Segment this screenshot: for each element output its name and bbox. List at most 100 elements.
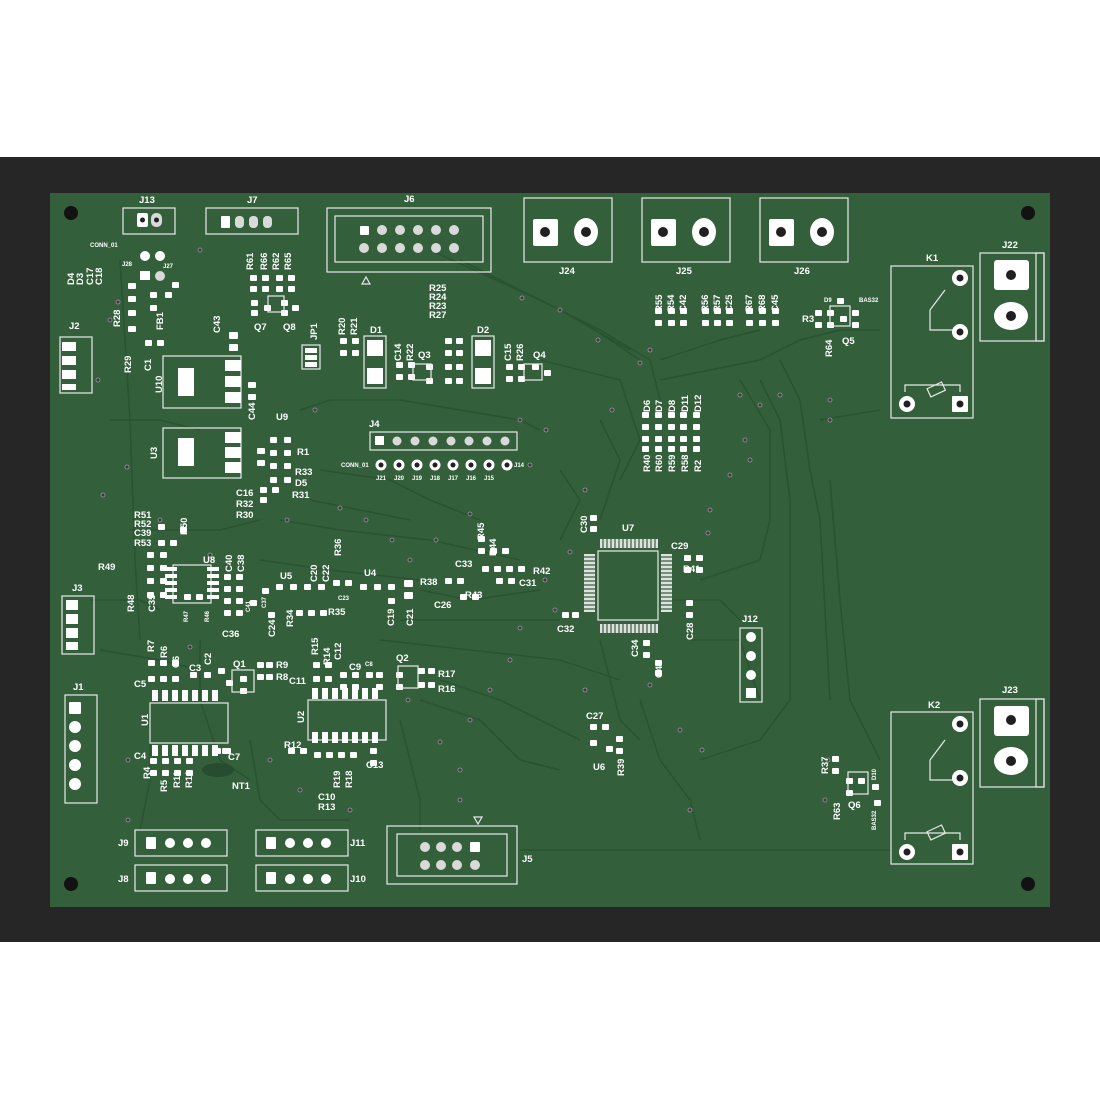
ref-j18: J18 [430,476,441,482]
ref-q6: Q6 [848,800,861,811]
connector-j12: J12 [739,614,763,703]
connector-j10: J10 [255,864,366,892]
diode-d1: D1 [363,325,387,389]
ref-u2: U2 [296,711,307,723]
ref-r23: R23 [429,301,446,312]
ref-r34: R34 [285,609,296,627]
ref-r63: R63 [832,803,843,820]
ref-c7: C7 [228,752,240,763]
ic-u10: U10 [154,355,242,409]
ref-j4: J4 [369,419,380,430]
ref-d12: D12 [693,395,704,412]
ref-r46: R46 [205,610,211,622]
ref-d10: D10 [872,768,878,780]
ref-c40: C40 [224,555,235,572]
ref-c25: C25 [724,294,735,312]
pcb-board [50,193,1050,907]
ref-r27: R27 [429,310,446,321]
ref-r6: R6 [159,646,170,658]
ref-j22: J22 [1002,240,1018,251]
ref-c1: C1 [143,358,154,371]
ref-r36: R36 [333,539,344,556]
ref-q3: Q3 [418,350,431,361]
ref-c38: C38 [236,555,247,572]
ref-r18: R18 [344,771,355,788]
ref-j9: J9 [118,838,129,849]
smd-passives [128,275,881,806]
ref-r42: R42 [533,566,550,577]
ref-c34: C34 [630,639,641,657]
ref-q1: Q1 [233,659,246,670]
ref-u1: U1 [140,713,151,726]
ref-j27: J27 [163,264,174,270]
ref-c13: C13 [366,760,383,771]
ref-j8: J8 [118,874,129,885]
transistor-outlines [231,295,869,795]
ref-q7: Q7 [254,322,267,333]
connector-j11: J11 [255,829,366,857]
ic-u2: U2 [296,688,387,743]
ic-u8: U8 [165,555,219,604]
ref-nt1: NT1 [232,781,251,792]
ref-r10: R10 [184,771,195,788]
ref-j24: J24 [559,266,576,277]
ref-d3: D3 [75,273,86,285]
ref-c35: C35 [147,594,158,612]
ref-u5: U5 [280,571,293,582]
vias [95,247,833,823]
ref-r50: R50 [179,518,190,535]
ref-j3: J3 [72,583,83,594]
ref-r51: R51 [134,510,152,521]
ref-c28: C28 [685,623,696,640]
connector-j8: J8 [118,864,228,892]
ref-c20: C20 [309,565,320,582]
ref-d11: D11 [680,394,691,412]
ref-r62: R62 [271,253,282,270]
ref-r9: R9 [276,660,288,671]
ref-r8: R8 [276,672,288,683]
relay-k1: K1 [890,253,974,419]
ref-c36: C36 [222,629,239,640]
ref-fb1: FB1 [155,311,166,330]
ref-d9: D9 [824,298,832,304]
ref-q4: Q4 [533,350,546,361]
jumper-jp1: JP1 [301,322,321,370]
ref-r31: R31 [292,490,310,501]
ref-c16: C16 [236,488,253,499]
ref-c33: C33 [455,559,472,570]
ref-j21: J21 [376,476,387,482]
ref-c21: C21 [405,608,416,626]
ref-r55: R55 [654,294,665,312]
ref-r58: R58 [680,455,691,472]
ref-r49: R49 [98,562,115,573]
ref-q5: Q5 [842,336,855,347]
ref-r12: R12 [284,740,301,751]
ref-c23: C23 [338,596,350,602]
ref-r24: R24 [429,292,447,303]
ref-q2: Q2 [396,653,409,664]
ref-c26: C26 [434,600,451,611]
connector-j5: J5 [386,816,533,885]
connector-j9: J9 [118,829,228,857]
ref-c27: C27 [586,711,603,722]
net-tie-nt1: NT1 [202,763,251,792]
ref-j2: J2 [69,321,80,332]
ref-c14: C14 [393,343,404,361]
ref-bas32: BAS32 [859,298,879,304]
ref-c30: C30 [579,516,590,533]
ref-r40: R40 [642,455,653,472]
ref-r44: R44 [488,538,499,556]
ref-r39: R39 [616,759,627,776]
ref-c17: C17 [85,268,96,285]
ref-d2: D2 [477,325,489,336]
ref-j7: J7 [247,195,258,206]
ic-u1: U1 [140,690,229,756]
ref-j23: J23 [1002,685,1018,696]
connector-j23: J23 [979,685,1045,788]
ref-r25: R25 [429,283,447,294]
ic-u3: U3 [149,427,242,479]
ref-r1: R1 [297,447,310,458]
ref-j14: J14 [514,463,525,469]
ref-c18: C18 [94,268,105,285]
